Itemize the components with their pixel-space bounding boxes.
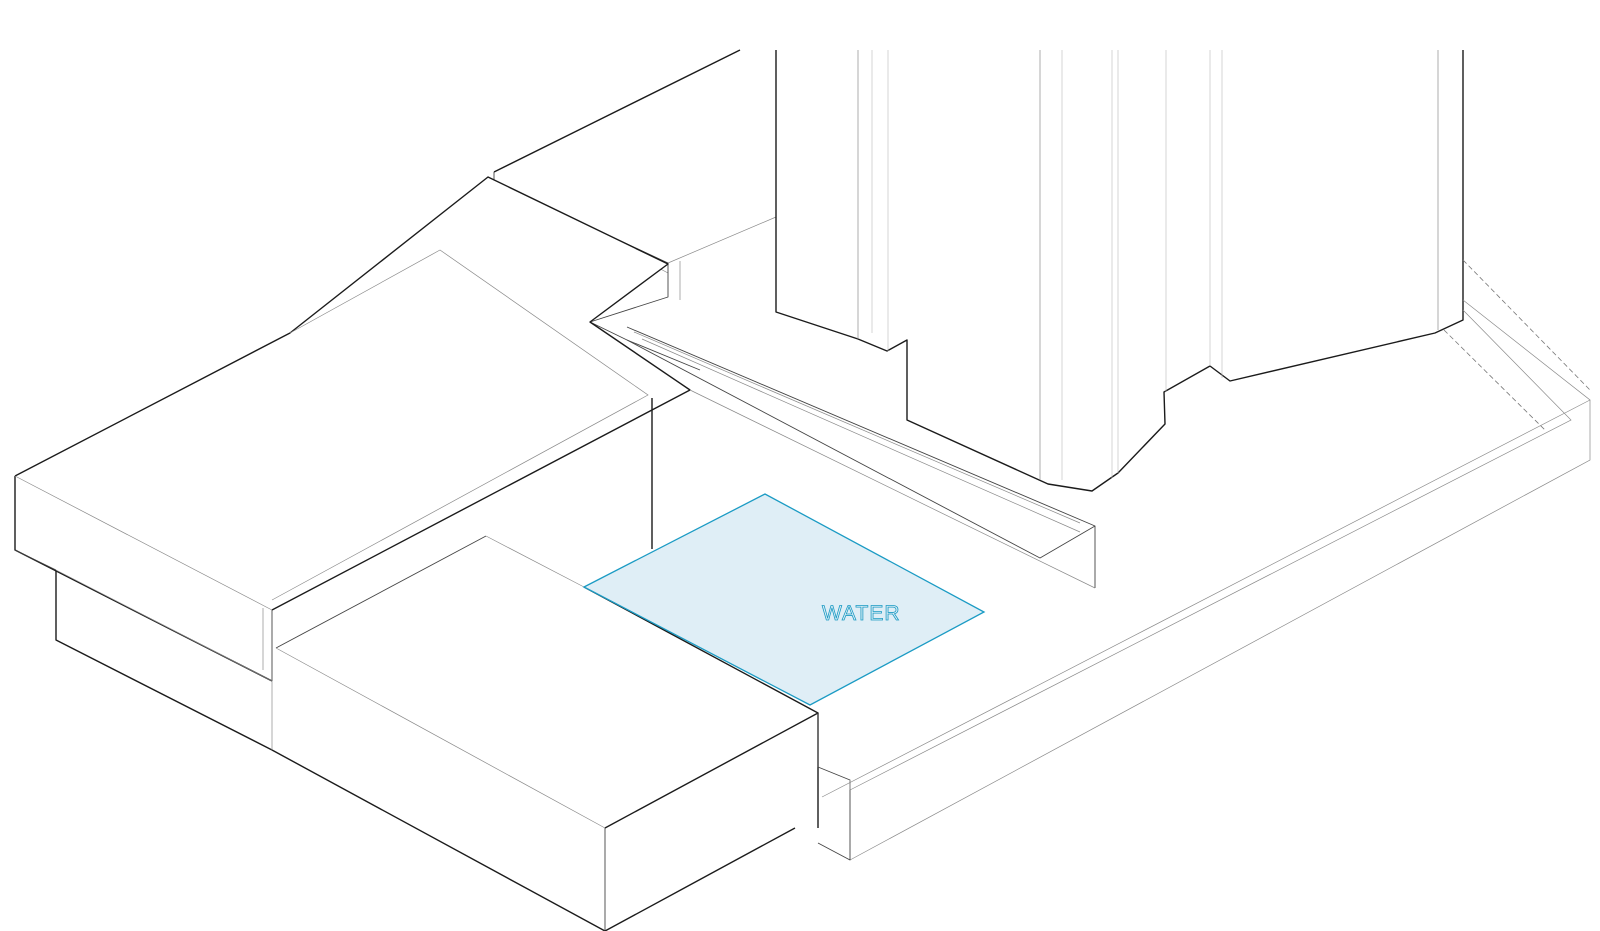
water-area: WATER bbox=[582, 493, 986, 706]
tower bbox=[775, 50, 1464, 492]
water-label: WATER bbox=[822, 602, 901, 625]
water-channel-curb bbox=[626, 326, 1096, 589]
right-plaza bbox=[817, 259, 1591, 861]
water-surface bbox=[582, 493, 986, 706]
left-upper-platform bbox=[14, 176, 691, 751]
